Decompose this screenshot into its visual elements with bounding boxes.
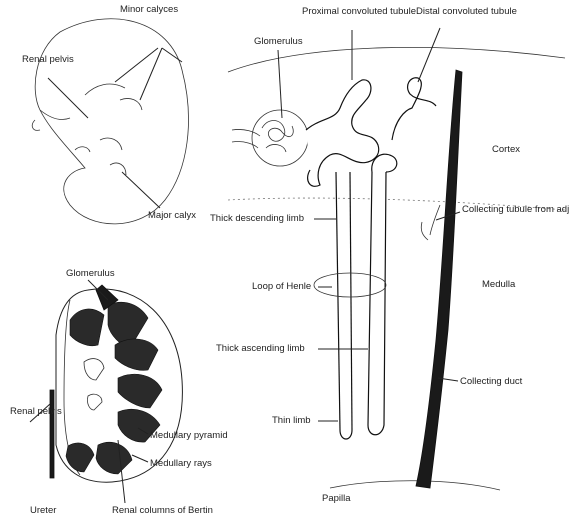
label-glomerulus-bottom: Glomerulus: [66, 268, 115, 279]
label-collecting-tubule: Collecting tubule from adjacent nephron: [462, 204, 569, 215]
label-renal-pelvis-bottom: Renal pelvis: [10, 406, 62, 417]
kidney-section: [50, 285, 182, 482]
label-renal-pelvis-top: Renal pelvis: [22, 54, 74, 65]
label-proximal-tubule: Proximal convoluted tubule: [302, 6, 416, 17]
label-major-calyx: Major calyx: [148, 210, 196, 221]
label-cortex: Cortex: [492, 144, 520, 155]
label-medullary-pyramid: Medullary pyramid: [150, 430, 228, 441]
label-minor-calyces-1: Minor calyces: [120, 4, 178, 15]
kidney-sketch-top: [32, 19, 188, 224]
label-collecting-duct: Collecting duct: [460, 376, 523, 387]
label-renal-columns: Renal columns of Bertin: [112, 505, 213, 516]
label-glomerulus-top: Glomerulus: [254, 36, 303, 47]
label-thick-ascending: Thick ascending limb: [216, 343, 305, 354]
label-papilla: Papilla: [322, 493, 351, 504]
label-distal-tubule: Distal convoluted tubule: [416, 6, 517, 17]
label-loop-of-henle: Loop of Henle: [252, 281, 311, 292]
label-ureter: Ureter: [30, 505, 56, 516]
label-medulla: Medulla: [482, 279, 516, 290]
label-thin-limb: Thin limb: [272, 415, 311, 426]
label-thick-descending: Thick descending limb: [210, 213, 304, 224]
label-medullary-rays: Medullary rays: [150, 458, 212, 469]
